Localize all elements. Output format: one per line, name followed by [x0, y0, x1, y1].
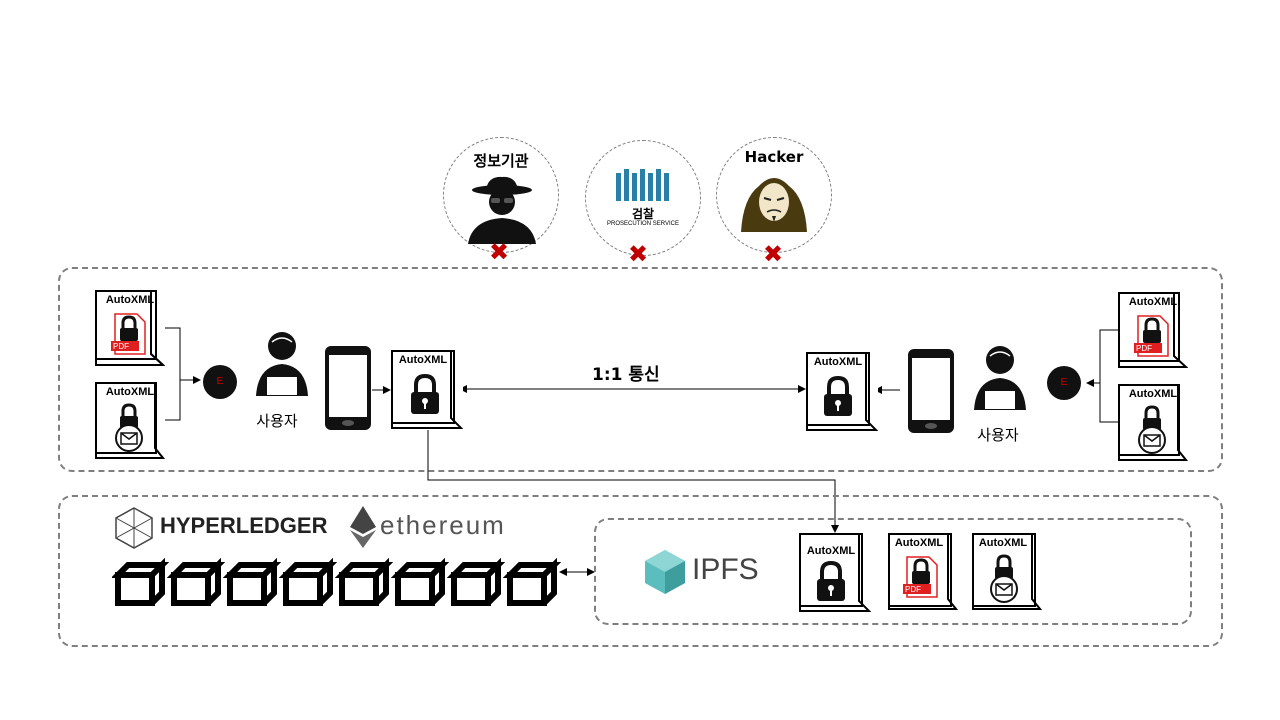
threat-label: 정보기관: [473, 152, 529, 170]
doc-label: AutoXML: [813, 356, 863, 368]
mail-lock-icon: [115, 403, 143, 452]
threat-label: Hacker: [744, 148, 804, 166]
blockchain-blocks: [112, 557, 562, 606]
doc-label: AutoXML: [1128, 388, 1178, 400]
user-laptop-icon: [974, 346, 1026, 410]
pdf-label: PDF: [113, 342, 129, 351]
threat-intelligence-agency: 정보기관: [443, 137, 559, 253]
lock-icon: [817, 561, 845, 601]
hyperledger-wordmark: HYPERLEDGER: [160, 513, 328, 538]
blocked-cross-icon: ✖: [489, 238, 510, 266]
pdf-label: PDF: [1136, 344, 1152, 353]
doc-label: AutoXML: [894, 537, 944, 549]
autoxml-pdf-document: AutoXML PDF: [95, 290, 165, 366]
pdf-lock-icon: [1134, 315, 1169, 357]
autoxml-mail-document: AutoXML: [95, 382, 165, 460]
prosecution-logo: [616, 169, 669, 201]
threat-label: 검찰: [631, 207, 655, 221]
autoxml-pdf-document: AutoXML PDF: [888, 533, 958, 611]
ethereum-logo-icon: [350, 506, 376, 548]
user-label: 사용자: [977, 426, 1019, 444]
blockchain-storage-zone: [58, 495, 1223, 647]
mail-lock-icon: [990, 554, 1018, 603]
user-communication-zone: [58, 267, 1223, 472]
autoxml-mail-document: AutoXML: [972, 533, 1042, 611]
encrypt-node: E: [203, 365, 237, 399]
one-to-one-communication-label: 1:1 통신: [592, 365, 660, 385]
user-label: 사용자: [256, 412, 298, 430]
doc-label: AutoXML: [105, 386, 155, 398]
smartphone-icon: [908, 349, 954, 433]
block-icon: [112, 557, 170, 606]
autoxml-mail-document: AutoXML: [1118, 384, 1188, 462]
user-laptop-icon: [256, 332, 308, 396]
blocked-cross-icon: ✖: [628, 240, 649, 268]
doc-label: AutoXML: [806, 545, 856, 557]
autoxml-locked-document: AutoXML: [799, 533, 871, 613]
spy-icon: [468, 176, 536, 244]
doc-label: AutoXML: [398, 354, 448, 366]
ipfs-zone: [594, 518, 1192, 625]
pdf-label: PDF: [905, 585, 921, 594]
lock-icon: [411, 374, 439, 414]
smartphone-icon: [325, 346, 371, 430]
prosecution-subtitle: PROSECUTION SERVICE: [607, 221, 679, 227]
ethereum-wordmark: ethereum: [380, 510, 506, 540]
ipfs-wordmark: IPFS: [692, 553, 759, 586]
lock-icon: [824, 376, 852, 416]
hacker-mask-icon: [741, 178, 807, 232]
pdf-lock-icon: [111, 313, 146, 355]
doc-label: AutoXML: [978, 537, 1028, 549]
autoxml-locked-document: AutoXML: [806, 352, 878, 432]
encrypt-node: E: [1047, 366, 1081, 400]
mail-lock-icon: [1138, 405, 1166, 454]
autoxml-pdf-document: AutoXML PDF: [1118, 292, 1188, 368]
threat-prosecution: 검찰 PROSECUTION SERVICE: [585, 140, 701, 256]
blocked-cross-icon: ✖: [763, 240, 784, 268]
threat-hacker: Hacker: [716, 137, 832, 253]
doc-label: AutoXML: [105, 294, 155, 306]
ipfs-logo-icon: [645, 550, 685, 594]
hyperledger-logo-icon: [115, 507, 153, 549]
autoxml-locked-document: AutoXML: [391, 350, 463, 430]
doc-label: AutoXML: [1128, 296, 1178, 308]
pdf-lock-icon: [903, 556, 938, 598]
